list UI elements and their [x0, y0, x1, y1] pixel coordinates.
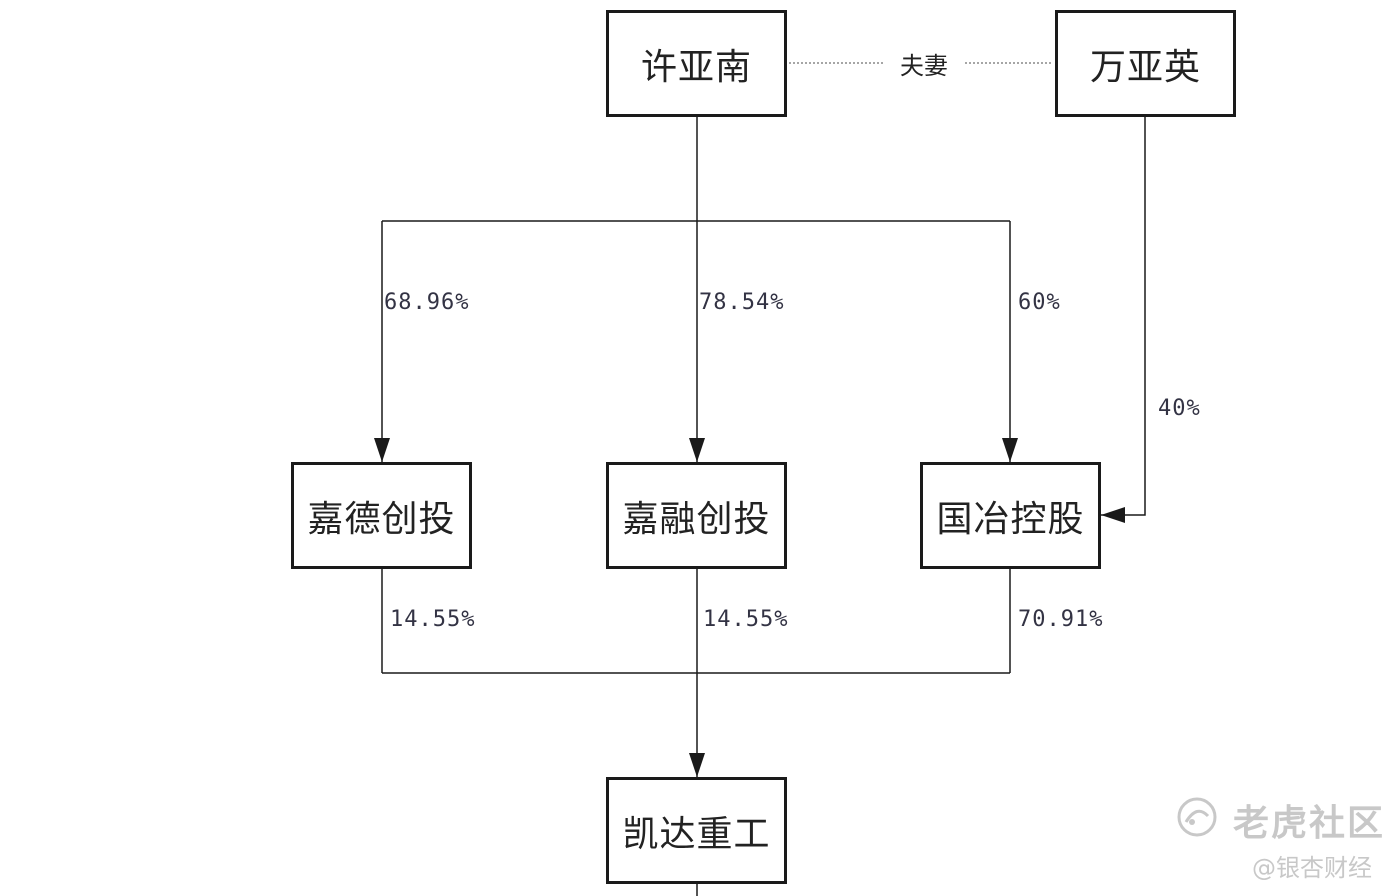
edge-label-wyy-guoye: 40%	[1158, 396, 1201, 421]
node-label: 嘉融创投	[622, 498, 771, 540]
edge-label-jiade-kaida: 14.55%	[390, 607, 476, 632]
node-kai-da-zhong-gong: 凯达重工	[606, 777, 787, 884]
edge-label-xyn-guoye: 60%	[1018, 290, 1061, 315]
edge-label-xyn-jiade: 68.96%	[384, 290, 470, 315]
edge-label-jiarong-kaida: 14.55%	[703, 607, 789, 632]
node-label: 国冶控股	[936, 498, 1085, 540]
edge-wyy-guoye	[1101, 117, 1146, 523]
node-xu-ya-nan: 许亚南	[606, 10, 787, 117]
node-jia-rong-chuang-tou: 嘉融创投	[606, 462, 787, 569]
watermark-brand: 老虎社区	[1233, 803, 1386, 844]
node-jia-de-chuang-tou: 嘉德创投	[291, 462, 472, 569]
node-label: 嘉德创投	[307, 498, 456, 540]
node-wan-ya-ying: 万亚英	[1055, 10, 1236, 117]
node-label: 凯达重工	[622, 813, 771, 855]
tiger-logo-icon	[1177, 797, 1217, 837]
watermark-credit: @银杏财经	[1252, 854, 1372, 882]
node-label: 许亚南	[640, 46, 752, 88]
edge-label-xyn-jiarong: 78.54%	[699, 290, 785, 315]
node-label: 万亚英	[1089, 46, 1201, 88]
edge-label-guoye-kaida: 70.91%	[1018, 607, 1104, 632]
node-guo-ye-kong-gu: 国冶控股	[920, 462, 1101, 569]
spouse-relation-label: 夫妻	[900, 52, 948, 80]
